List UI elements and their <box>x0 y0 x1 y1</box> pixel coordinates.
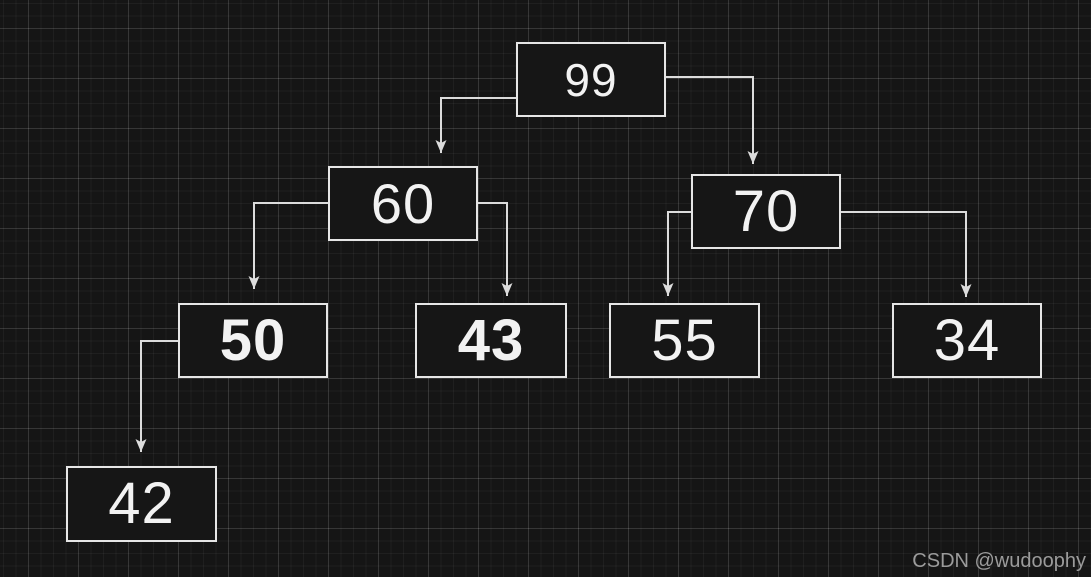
tree-node-34: 34 <box>892 303 1042 378</box>
edge-60-to-50 <box>248 202 328 289</box>
tree-node-70: 70 <box>691 174 841 249</box>
tree-node-55: 55 <box>609 303 760 378</box>
node-value: 70 <box>732 178 800 244</box>
tree-node-50: 50 <box>178 303 328 378</box>
tree-node-42: 42 <box>66 466 217 542</box>
tree-node-99: 99 <box>516 42 666 117</box>
node-value: 34 <box>933 307 1001 373</box>
edge-50-to-42 <box>135 340 178 452</box>
node-value: 42 <box>108 471 175 536</box>
tree-node-43: 43 <box>415 303 567 378</box>
node-value: 60 <box>370 171 436 235</box>
edge-99-to-60 <box>435 97 516 153</box>
tree-node-60: 60 <box>328 166 478 241</box>
node-value: 50 <box>219 307 287 373</box>
node-value: 43 <box>457 307 525 373</box>
watermark: CSDN @wudoophy <box>912 550 1086 572</box>
node-value: 55 <box>651 307 718 373</box>
node-value: 99 <box>564 53 618 106</box>
edge-60-to-43 <box>478 202 513 296</box>
edge-70-to-55 <box>662 211 691 296</box>
edge-70-to-34 <box>841 211 972 297</box>
edge-99-to-70 <box>666 76 759 164</box>
